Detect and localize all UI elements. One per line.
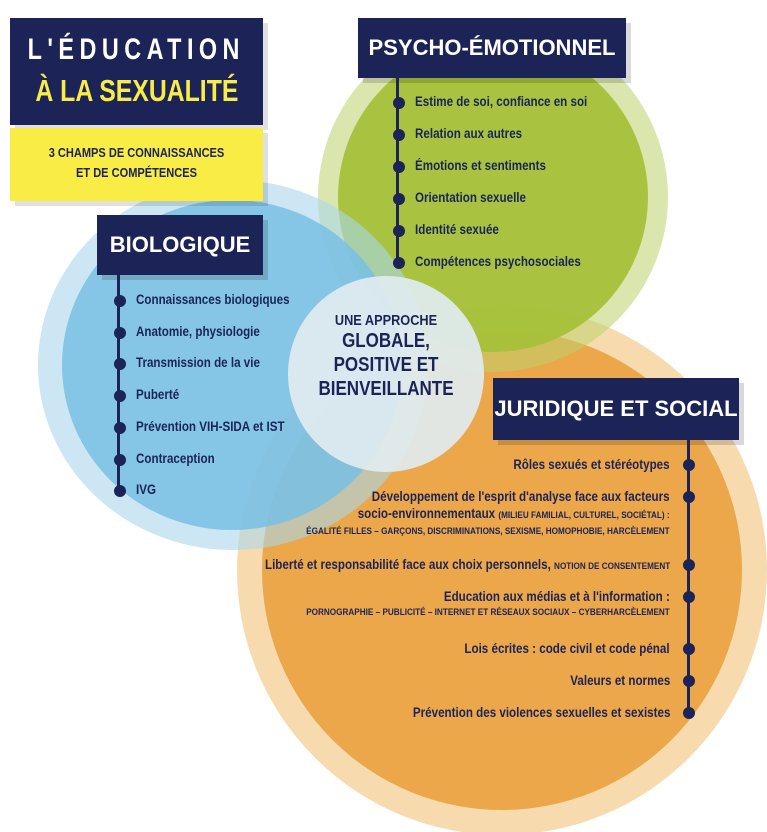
psycho-dot (392, 97, 405, 109)
title-line1: L'ÉDUCATION (27, 33, 246, 66)
psycho-item: Compétences psychosociales (415, 254, 581, 269)
bio-dot (113, 453, 126, 466)
juridique-item-2-line2: socio-environnementaux (MILIEU FAMILIAL,… (307, 505, 670, 524)
juridique-item-2-detail: ÉGALITÉ FILLES – GARÇONS, DISCRIMINATION… (306, 526, 670, 537)
title-line2: À LA SEXUALITÉ (35, 73, 239, 108)
psycho-item: Relation aux autres (415, 126, 523, 141)
juridique-item-6: Valeurs et normes (569, 673, 670, 688)
juridique-item-3-main: Liberté et responsabilité face aux choix… (264, 557, 551, 572)
center-line4: BIENVEILLANTE (318, 378, 454, 400)
juridique-item-2: Développement de l'esprit d'analyse face… (307, 488, 670, 540)
title-box: L'ÉDUCATION À LA SEXUALITÉ (10, 18, 263, 125)
juridique-item-4: Education aux médias et à l'information … (306, 588, 670, 621)
center-text: UNE APPROCHE GLOBALE, POSITIVE ET BIENVE… (288, 312, 484, 401)
psycho-item: Orientation sexuelle (415, 190, 526, 205)
title-line1-row: L'ÉDUCATION (10, 32, 263, 68)
bio-dot (113, 358, 126, 371)
bio-dot (113, 421, 126, 434)
bio-item: Puberté (136, 387, 180, 403)
center-line3: POSITIVE ET (333, 354, 439, 376)
juridique-item-2-line1: Développement de l'esprit d'analyse face… (372, 489, 670, 504)
title-line2-row: À LA SEXUALITÉ (10, 72, 263, 110)
juridique-dot (683, 675, 695, 687)
center-line2: GLOBALE, (342, 330, 430, 352)
psycho-dot (392, 225, 405, 237)
juridique-item-4-line1: Education aux médias et à l'information … (444, 589, 670, 604)
bio-item: Anatomie, physiologie (136, 323, 260, 339)
bio-heading: BIOLOGIQUE (97, 215, 263, 275)
center-line1: UNE APPROCHE (334, 312, 438, 329)
subtitle-line1: 3 CHAMPS DE CONNAISSANCES (48, 145, 225, 160)
juridique-timeline (687, 440, 690, 716)
psycho-dot (392, 129, 405, 141)
bio-timeline (117, 275, 120, 495)
psycho-dot (392, 257, 405, 269)
subtitle-line2: ET DE COMPÉTENCES (76, 165, 197, 180)
bio-item: Contraception (136, 450, 215, 466)
juridique-dot (683, 559, 695, 571)
psycho-dot (392, 161, 405, 173)
psycho-item: Estime de soi, confiance en soi (415, 94, 588, 109)
juridique-dot (683, 591, 695, 603)
juridique-item-1: Rôles sexués et stéréotypes (513, 457, 670, 472)
psycho-heading: PSYCHO-ÉMOTIONNEL (358, 18, 626, 78)
psycho-item: Émotions et sentiments (415, 158, 546, 173)
bio-dot (113, 485, 126, 498)
juridique-dot (683, 491, 695, 503)
psycho-dot (392, 193, 405, 205)
juridique-item-4-detail: PORNOGRAPHIE – PUBLICITÉ – INTERNET ET R… (306, 607, 670, 618)
bio-item: IVG (136, 482, 157, 498)
juridique-dot (683, 707, 695, 719)
bio-item: Prévention VIH-SIDA et IST (136, 418, 285, 434)
bio-dot (113, 326, 126, 339)
juridique-item-3: Liberté et responsabilité face aux choix… (265, 556, 670, 575)
bio-dot (113, 295, 126, 307)
juridique-item-3-note: NOTION DE CONSENTEMENT (553, 561, 670, 572)
bio-dot (113, 390, 126, 403)
subtitle-box: 3 CHAMPS DE CONNAISSANCES ET DE COMPÉTEN… (10, 128, 263, 201)
juridique-item-5: Lois écrites : code civil et code pénal (464, 641, 670, 656)
center-circle (288, 276, 484, 472)
juridique-item-7: Prévention des violences sexuelles et se… (412, 705, 670, 720)
bio-item: Connaissances biologiques (136, 292, 290, 307)
juridique-item-2-note: (MILIEU FAMILIAL, CULTUREL, SOCIÉTAL) : (498, 510, 670, 521)
juridique-item-2-main: socio-environnementaux (358, 506, 496, 521)
juridique-dot (683, 643, 695, 655)
juridique-dot (683, 459, 695, 471)
juridique-heading: JURIDIQUE ET SOCIAL (493, 378, 739, 440)
psycho-item: Identité sexuée (415, 222, 499, 237)
bio-item: Transmission de la vie (136, 355, 260, 371)
